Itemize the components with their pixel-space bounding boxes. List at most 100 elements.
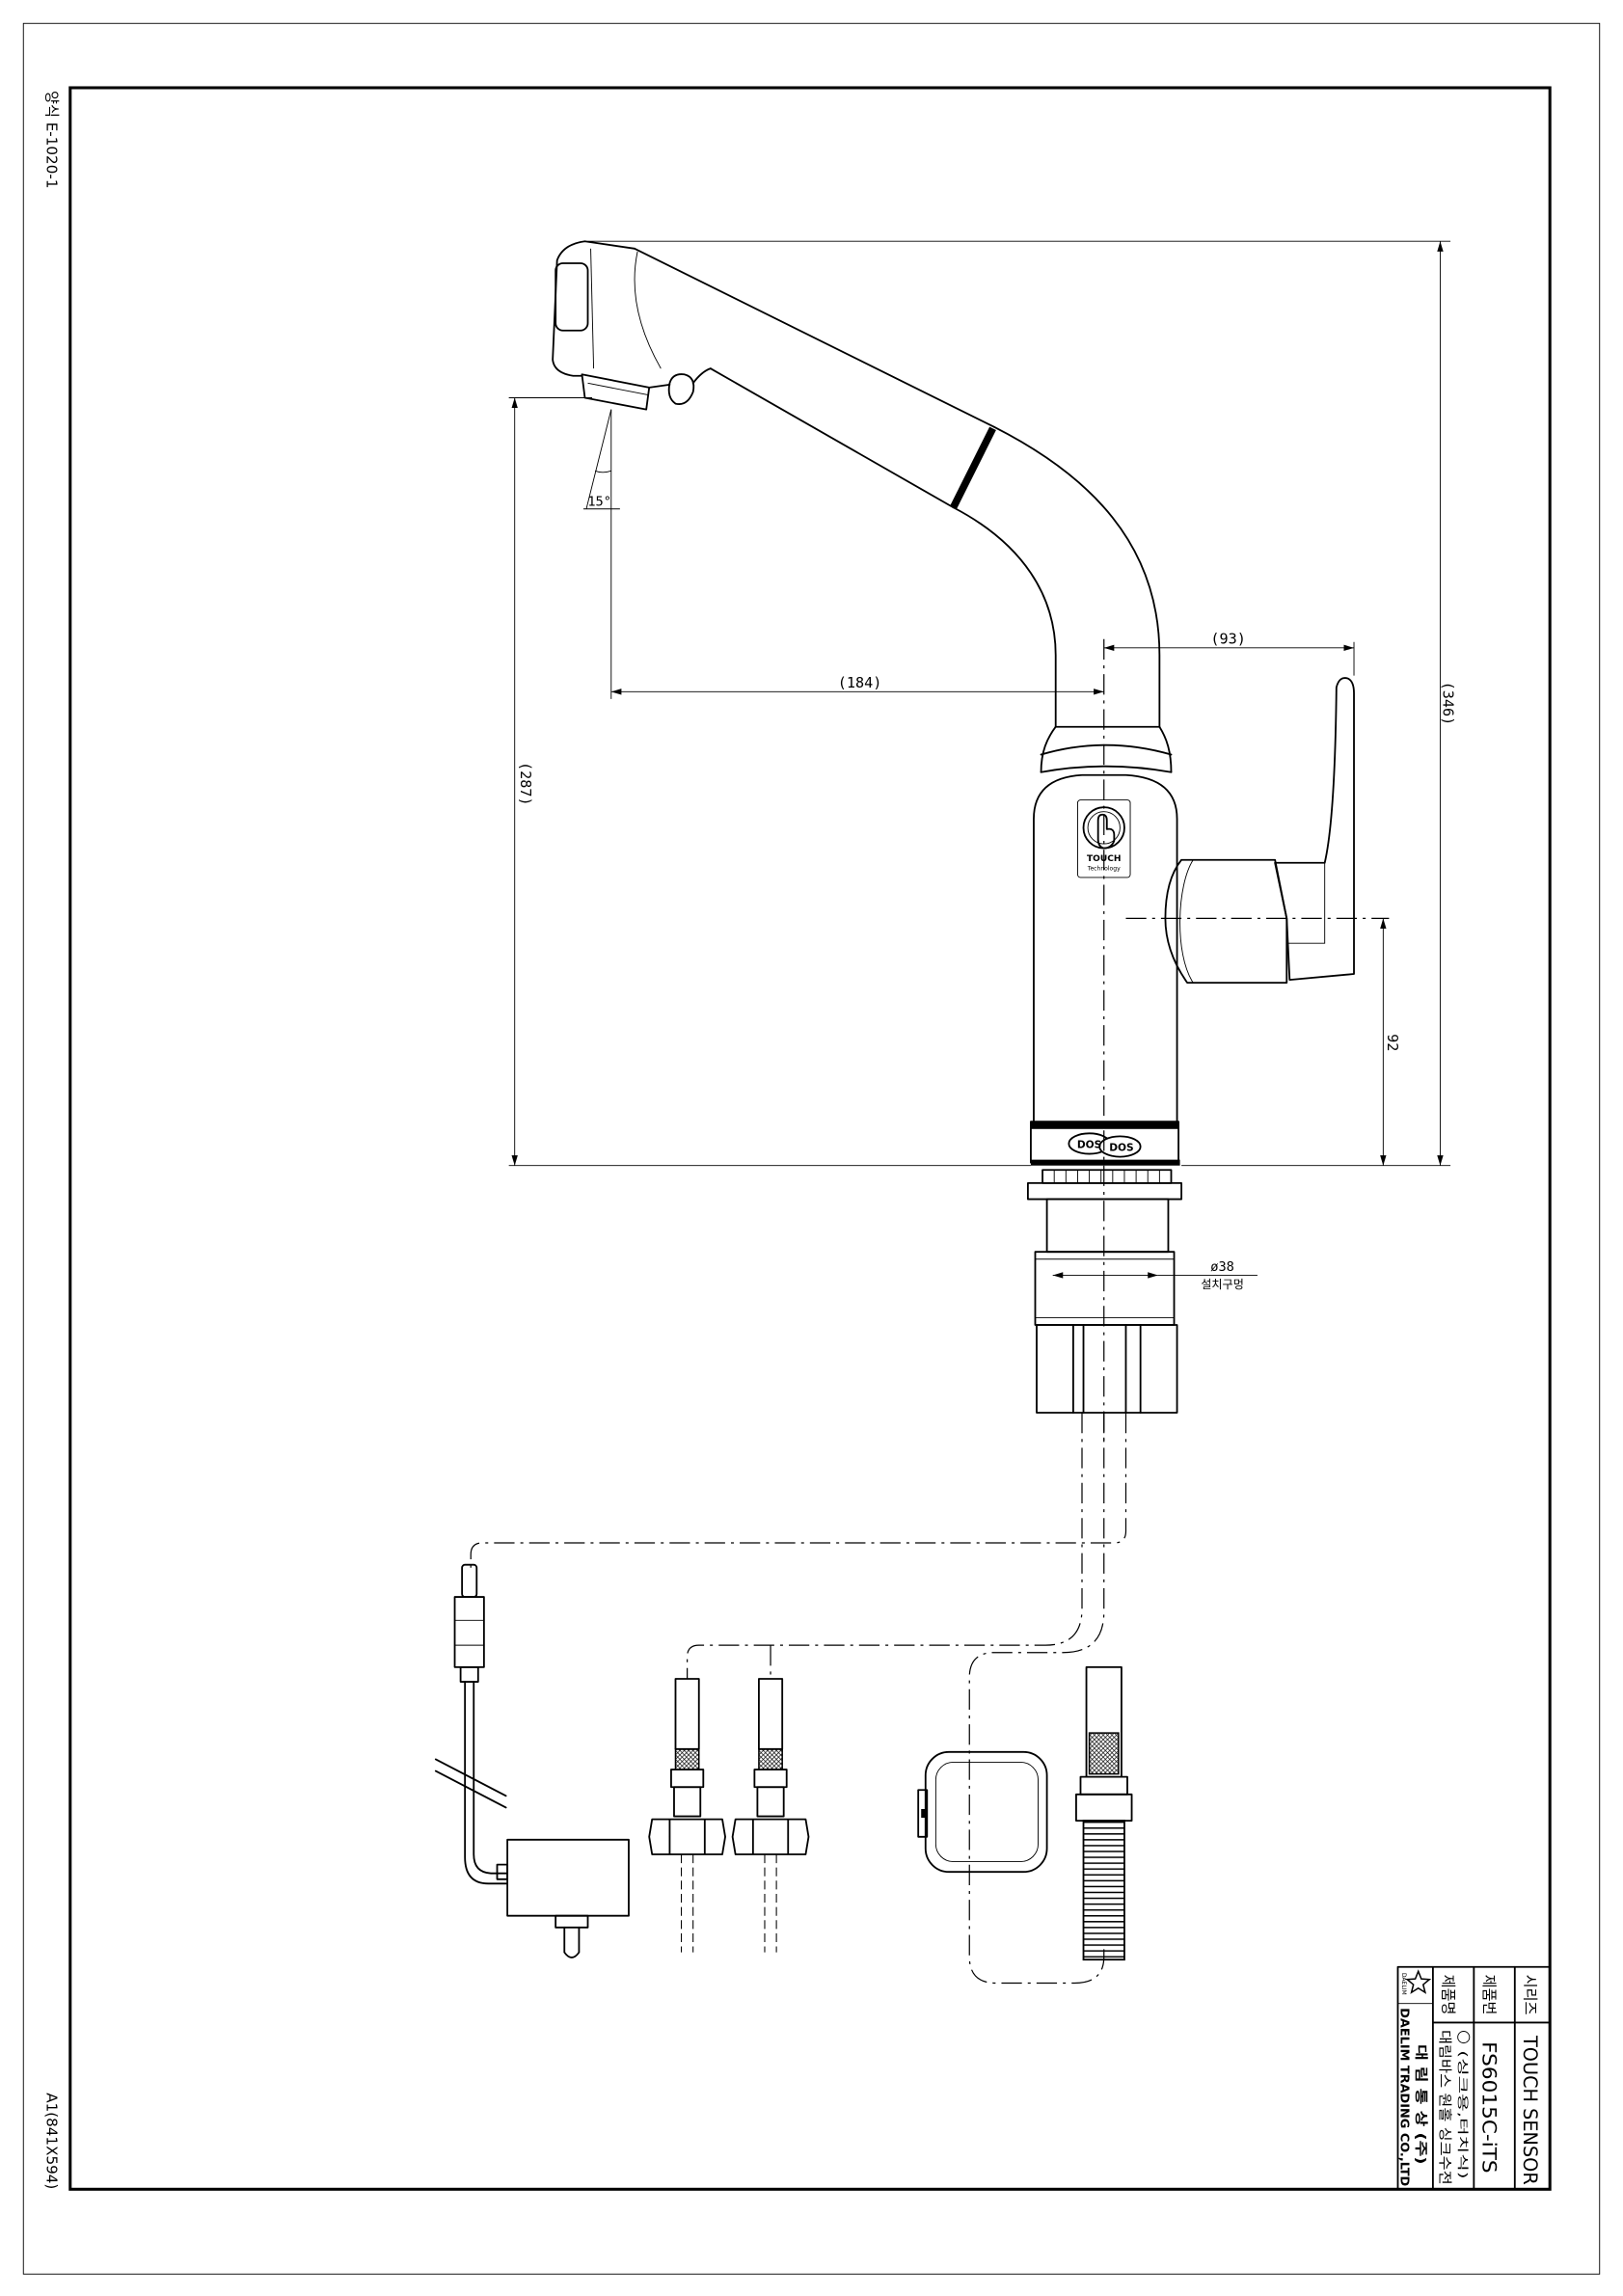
sensor-box [506,1838,630,1917]
spray-button [555,262,589,332]
hose-ferrule [753,1769,788,1789]
hose-braid [674,1748,700,1770]
sensor-box-tab [496,1863,509,1880]
title-block-columns [1431,1965,1516,2191]
dimensions: (184) (93) (346) (287) 92 15° ø38 설치구멍 [508,240,1457,1441]
model-value: FS6015C-iTS [1477,2041,1500,2173]
collar-flare [1040,725,1173,773]
cable-connector-lines [454,1619,484,1646]
spray-nozzle [581,373,651,411]
hose-neck [756,1786,785,1818]
weight-clip-slot [921,1808,928,1819]
spray-head-seam [634,251,662,369]
angle-line [585,409,612,509]
dim-hole-label: 설치구멍 [1201,1278,1244,1291]
pullout-hose-route [968,1412,1105,1985]
company-name-english: DAELIM TRADING CO.,LTD [1398,2008,1412,2186]
hose-tube [758,1678,784,1750]
lever-handle [1164,677,1355,985]
collar-dome [1040,743,1173,756]
shank-nut-facets [1071,1324,1142,1414]
handle-hub [1164,858,1288,985]
sensor-cable [464,1681,509,1885]
shank-thread-ticks [1053,1170,1160,1183]
hose-nut [648,1818,726,1855]
series-value: TOUCH SENSOR [1519,2035,1541,2185]
spray-nozzle-ring [587,382,648,395]
spout-upper-edge [634,247,995,428]
handle-hub-curve [1179,859,1194,984]
shank-washer-lines [1035,1258,1175,1318]
pullout-hose-braid [1088,1732,1120,1775]
dos-badge-right-text: DOS [1109,1142,1133,1154]
faucet-body [1033,773,1178,1123]
daelim-star-logo-icon [1405,1969,1432,1994]
form-code: 양식 E-1020-1 [43,91,61,188]
base-plate [1030,1159,1180,1166]
model-label: 제품번 [1480,1975,1498,2015]
handle-lever-edge [1286,862,1326,944]
cable-break-mark [434,1758,507,1809]
sensor-unit [434,1563,630,1958]
accessories [434,1412,1133,1985]
supply-hose-left [648,1678,726,1953]
base-ring-band [1030,1121,1179,1129]
spout-inner-curve [952,506,1057,728]
spray-knob [667,373,695,405]
weight-inner [934,1762,1039,1863]
spray-head-face-edge [590,248,595,369]
pullout-hose-corrugation [1082,1820,1125,1961]
title-block: 시리즈 TOUCH SENSOR 제품번 FS6015C-iTS 제품명 (싱크… [1396,1965,1552,2191]
series-label: 시리즈 [1521,1975,1538,2015]
paper-size: A1(841X594) [43,2093,61,2189]
spout-outer-curve [993,425,1161,728]
cable-connector [453,1596,485,1668]
cable-boot [459,1665,479,1683]
pullout-hose-tube [1085,1665,1123,1778]
shank-tube [1045,1198,1170,1254]
dim-handle-height-label: 92 [1384,1034,1401,1051]
handle-lever [1274,677,1355,982]
spray-head [552,240,712,411]
sheet-inner-frame [68,86,1552,2191]
pullout-hose [1075,1665,1133,1961]
hose-ferrule [670,1769,705,1789]
dim-reach-label: (184) [838,674,882,691]
supply-hose-right [731,1678,810,1953]
company-name-korean: 대 림 통 상 (주) [1413,2044,1428,2164]
name-value: 대림바스 원홀 싱크수전 [1436,2030,1452,2185]
shank-nut [1036,1324,1178,1414]
name-label: 제품명 [1440,1975,1457,2015]
hose-weight [917,1750,1048,1874]
dim-total-height-label: (346) [1440,682,1457,726]
weight-body [924,1750,1048,1874]
new-mark-icon [1457,2031,1471,2044]
spray-head-underside [648,367,712,389]
angle-arc [594,470,611,473]
sensor-cable-route [470,1412,1127,1568]
sheet-outer-border [22,22,1601,2275]
hose-tail [764,1853,777,1953]
dim-hole-diameter: ø38 [1210,1259,1234,1275]
dos-badge-left-text: DOS [1077,1138,1101,1150]
hose-tube [674,1678,700,1750]
faucet-assembly: TOUCH Technology DOS DOS [552,240,1355,1414]
dim-handle-offset-label: (93) [1210,630,1245,647]
dim-spout-height-label: (287) [517,762,534,806]
pullout-hose-nut [1075,1793,1133,1823]
spout-separation-band [950,426,996,509]
sensor-box-pin [563,1926,581,1958]
touch-hand-icon [1096,813,1116,850]
mounting-shank [1026,1169,1183,1414]
shank-flange [1026,1181,1183,1201]
hose-nut [731,1818,810,1855]
shank-washer [1034,1251,1176,1326]
cable-plug [461,1563,478,1598]
daelim-logo-text: DAELIM [1400,1973,1407,1995]
hose-braid [758,1748,783,1770]
dos-badge-right [1098,1135,1142,1158]
dos-brand-badge: DOS DOS [1068,1132,1142,1158]
sensor-box-stub [555,1914,589,1929]
dim-angle-label: 15° [587,495,611,510]
